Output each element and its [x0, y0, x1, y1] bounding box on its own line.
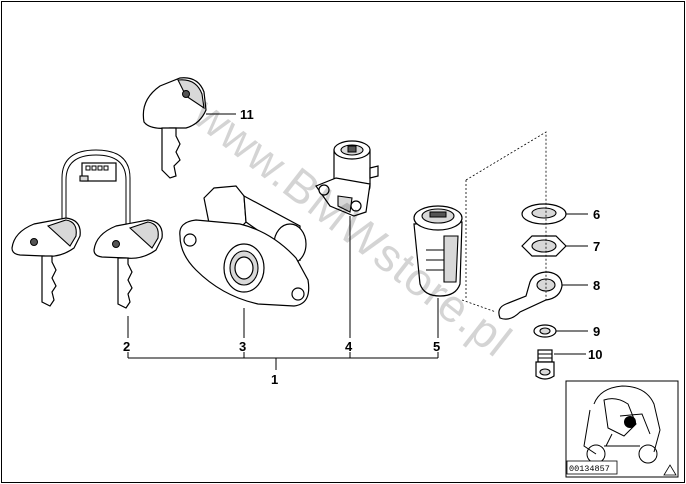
callout-3: 3 [239, 339, 246, 354]
assembly-guide [465, 131, 547, 300]
callout-11: 11 [240, 107, 254, 122]
callout-4: 4 [345, 339, 353, 354]
callout-10: 10 [588, 347, 602, 362]
location-marker-dot [624, 416, 636, 428]
callout-2: 2 [123, 339, 130, 354]
callout-5: 5 [433, 339, 440, 354]
single-key [142, 77, 207, 179]
key-pair-with-ring [11, 149, 163, 309]
lock-housing [179, 185, 310, 307]
callout-9: 9 [593, 324, 600, 339]
screw [535, 349, 555, 380]
warning-triangle-icon [663, 464, 677, 476]
leader-lines [127, 113, 588, 370]
callout-8: 8 [593, 278, 600, 293]
hex-nut [521, 235, 567, 257]
callout-7: 7 [593, 239, 600, 254]
reference-number: 00134857 [569, 464, 610, 474]
ignition-lock-cylinder [315, 140, 379, 217]
washer-toothed [521, 203, 567, 225]
small-washer [533, 324, 557, 338]
vehicle-location-inset: 00134857 [565, 380, 679, 478]
lock-barrel [413, 205, 463, 297]
callout-1: 1 [271, 372, 278, 387]
callout-6: 6 [593, 207, 600, 222]
